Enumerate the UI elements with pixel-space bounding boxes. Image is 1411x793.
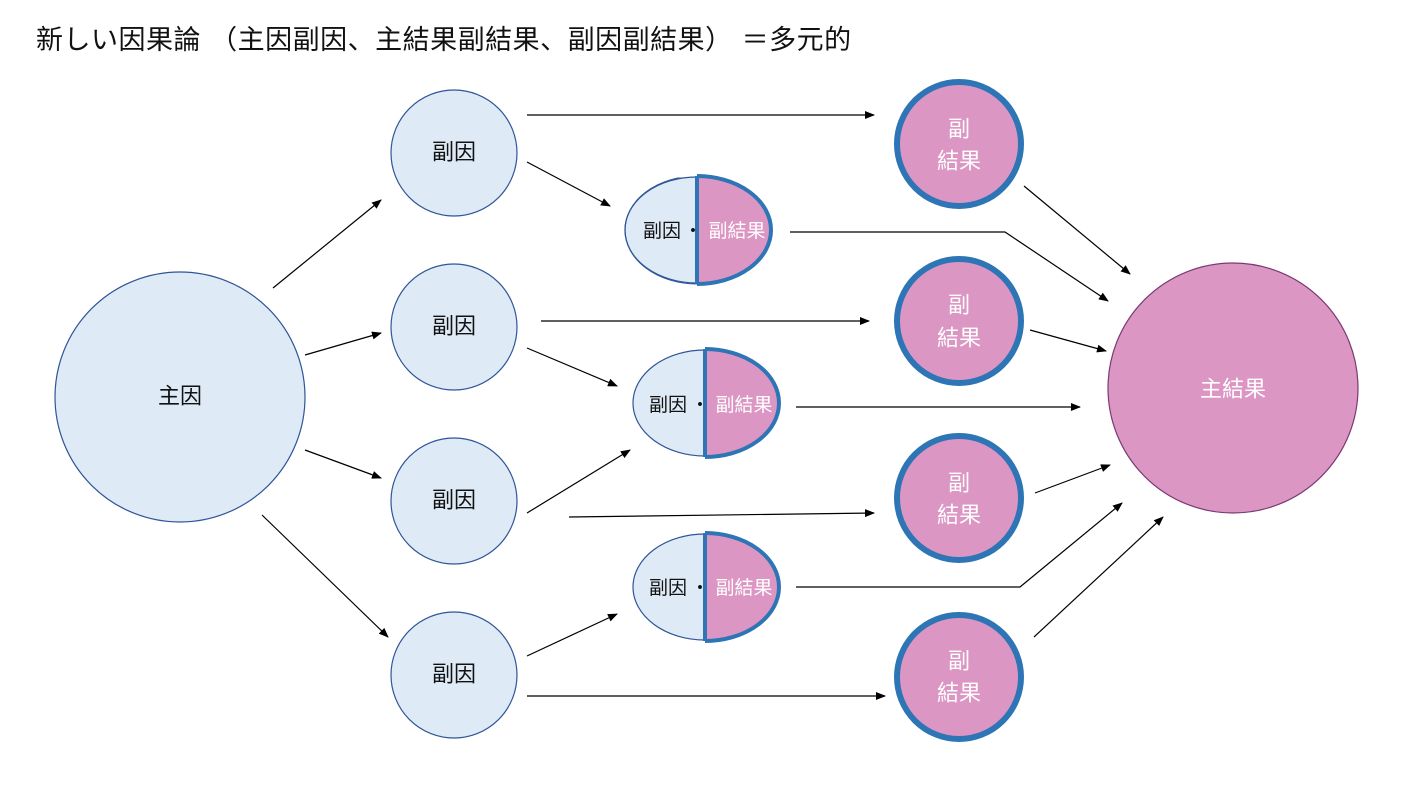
- mixed-cause-label: 副因: [649, 394, 687, 416]
- sub-effect-line2: 結果: [937, 504, 981, 529]
- mixed-effect-label: 副結果: [715, 577, 772, 599]
- sub-effect-node-1: 副 結果: [894, 79, 1024, 209]
- main-effect-label: 主結果: [1200, 378, 1266, 403]
- mixed-effect-label: 副結果: [708, 220, 765, 242]
- arrow-cause1-to-mixed1: [526, 161, 611, 207]
- sub-cause-node-3: 副因: [390, 437, 518, 565]
- sub-cause-node-4: 副因: [390, 611, 518, 739]
- mixed-node-2: 副因 ・ 副結果: [632, 347, 781, 459]
- arrow-mixed3-to-main-effect: [796, 502, 1123, 588]
- sub-effect-node-2: 副 結果: [894, 256, 1024, 386]
- main-cause-node: 主因: [54, 271, 306, 523]
- sub-cause-label: 副因: [432, 315, 476, 340]
- main-cause-label: 主因: [158, 385, 202, 410]
- arrow-effect1-to-main-effect: [1023, 185, 1131, 275]
- sub-effect-line2: 結果: [937, 682, 981, 707]
- sub-cause-label: 副因: [432, 489, 476, 514]
- mixed-separator: ・: [690, 577, 709, 599]
- sub-effect-line2: 結果: [937, 327, 981, 352]
- page-title: 新しい因果論 （主因副因、主結果副結果、副因副結果） ＝多元的: [36, 25, 852, 56]
- sub-cause-node-2: 副因: [390, 263, 518, 391]
- mixed-node-3: 副因 ・ 副結果: [632, 531, 781, 643]
- mixed-cause-label: 副因: [643, 220, 681, 242]
- arrow-main-to-cause1: [272, 199, 382, 289]
- arrow-mixed1-to-main-effect: [790, 231, 1109, 302]
- sub-effect-line1: 副: [948, 294, 970, 319]
- mixed-separator: ・: [690, 394, 709, 416]
- sub-effect-line1: 副: [948, 472, 970, 497]
- sub-effect-node-4: 副 結果: [894, 612, 1024, 742]
- arrow-main-to-cause4: [261, 514, 389, 638]
- mixed-effect-label: 副結果: [715, 394, 772, 416]
- arrow-cause3-to-mixed2: [526, 449, 631, 514]
- main-effect-node: 主結果: [1107, 262, 1359, 514]
- sub-cause-node-1: 副因: [390, 89, 518, 217]
- arrow-cause3-to-effect3: [568, 509, 875, 518]
- mixed-cause-label: 副因: [649, 577, 687, 599]
- sub-effect-line1: 副: [948, 650, 970, 675]
- arrow-effect3-to-main-effect: [1034, 464, 1111, 494]
- arrow-cause4-to-mixed3: [526, 613, 618, 657]
- mixed-separator: ・: [683, 220, 702, 242]
- arrow-main-to-cause2: [304, 331, 382, 356]
- sub-cause-label: 副因: [432, 141, 476, 166]
- sub-effect-line1: 副: [948, 118, 970, 143]
- sub-effect-node-3: 副 結果: [894, 433, 1024, 563]
- arrow-main-to-cause3: [304, 449, 382, 479]
- sub-cause-label: 副因: [432, 663, 476, 688]
- sub-effect-line2: 結果: [937, 150, 981, 175]
- mixed-node-1: 副因 ・ 副結果: [624, 174, 773, 286]
- arrow-effect4-to-main-effect: [1033, 516, 1164, 638]
- arrow-cause2-to-mixed2: [526, 347, 618, 387]
- arrow-effect2-to-main-effect: [1029, 329, 1107, 353]
- arrows: [261, 111, 1164, 700]
